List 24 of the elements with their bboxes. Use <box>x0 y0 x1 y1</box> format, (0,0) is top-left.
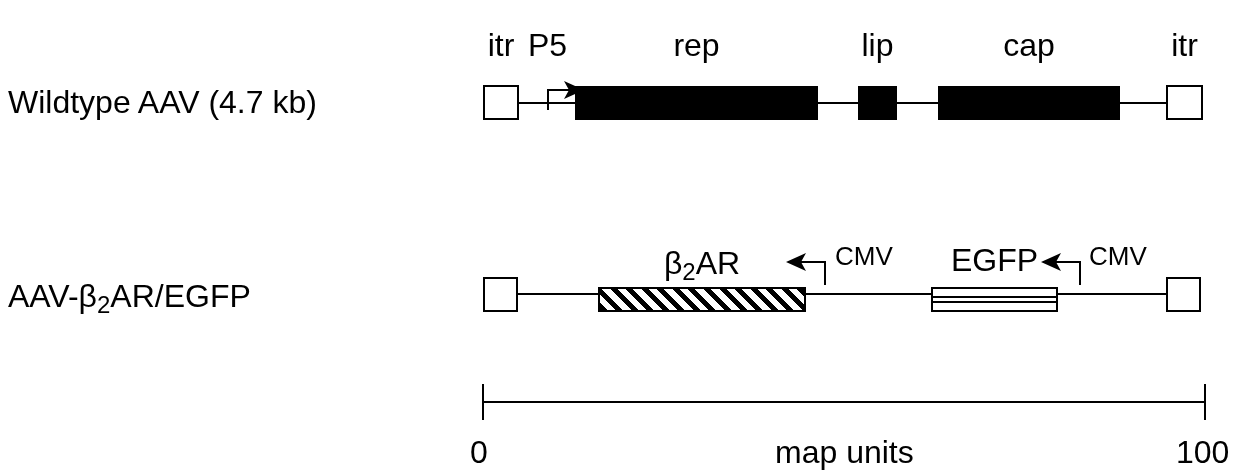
connector-line <box>817 102 859 104</box>
gene-label: rep <box>673 27 720 63</box>
connector-line <box>1057 293 1167 295</box>
gene-label: itr <box>1171 27 1198 63</box>
gene-label: β$_{2}$AR <box>663 245 741 281</box>
connector-line <box>1119 102 1167 104</box>
gene-label: lip <box>861 27 894 63</box>
connector-line <box>896 102 939 104</box>
scale-label: 100 <box>1176 434 1230 470</box>
promoter-label: CMV <box>1089 240 1147 273</box>
connector-line <box>518 102 576 104</box>
promoter-label: CMV <box>835 240 893 273</box>
scale-label: 0 <box>470 434 488 470</box>
itr-box <box>1166 277 1201 312</box>
connector-line <box>805 293 932 295</box>
promoter-label: P5 <box>528 27 568 63</box>
connector-line <box>517 293 599 295</box>
itr-box <box>483 277 518 312</box>
construct-label: Wildtype AAV (4.7 kb) <box>8 84 317 120</box>
gene-label: cap <box>1003 27 1055 63</box>
gene-label: EGFP <box>950 242 1039 278</box>
construct-label: AAV-β$_{2}$AR/EGFP <box>8 278 251 314</box>
axis-title: map units <box>775 434 914 470</box>
gene-label: itr <box>487 27 515 63</box>
